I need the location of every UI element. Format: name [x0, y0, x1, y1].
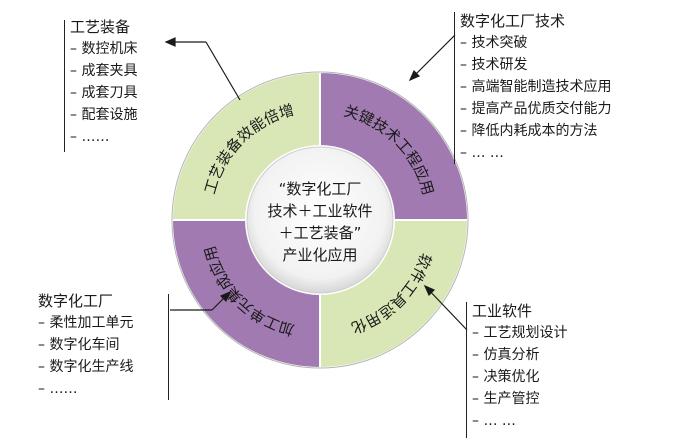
- bracket-tech: [454, 12, 455, 164]
- panel-software-title: 工业软件: [472, 302, 533, 320]
- bracket-equipment: [64, 20, 65, 152]
- center-line-4: 产业化应用: [282, 246, 357, 264]
- panel-factory: 数字化工厂 柔性加工单元 数字化车间 数字化生产线 ……: [38, 290, 133, 400]
- panel-equipment-title: 工艺装备: [70, 18, 131, 36]
- center-line-1: “数字化工厂: [279, 180, 362, 198]
- list-item: 数字化生产线: [38, 356, 133, 378]
- list-item: 工艺规划设计: [472, 322, 567, 344]
- list-item: … …: [460, 142, 611, 164]
- ring-outline: [171, 71, 469, 369]
- list-item: 配套设施: [70, 104, 137, 126]
- list-item: 决策优化: [472, 366, 567, 388]
- list-item: ……: [38, 378, 133, 400]
- list-item: 数字化车间: [38, 334, 133, 356]
- list-item: 成套夹具: [70, 60, 137, 82]
- panel-tech: 数字化工厂技术 技术突破 技术研发 高端智能制造技术应用 提高产品优质交付能力 …: [460, 10, 611, 164]
- bracket-factory: [168, 294, 169, 400]
- list-item: 生产管控: [472, 388, 567, 410]
- list-item: 柔性加工单元: [38, 312, 133, 334]
- bracket-software: [466, 302, 467, 438]
- connector-arrows: [164, 34, 468, 331]
- list-item: 降低内耗成本的方法: [460, 120, 611, 142]
- list-item: 技术突破: [460, 32, 611, 54]
- list-item: 仿真分析: [472, 344, 567, 366]
- list-item: 数控机床: [70, 38, 137, 60]
- center-line-2: 技术＋工业软件: [267, 202, 372, 220]
- center-line-3: ＋工艺装备”: [279, 224, 362, 242]
- list-item: 技术研发: [460, 54, 611, 76]
- list-item: 提高产品优质交付能力: [460, 98, 611, 120]
- list-item: … …: [472, 410, 567, 432]
- panel-software: 工业软件 工艺规划设计 仿真分析 决策优化 生产管控 … …: [472, 300, 567, 432]
- panel-factory-title: 数字化工厂: [38, 292, 114, 310]
- panel-tech-title: 数字化工厂技术: [460, 12, 566, 30]
- inner-circle: [246, 146, 394, 294]
- list-item: 成套刀具: [70, 82, 137, 104]
- list-item: 高端智能制造技术应用: [460, 76, 611, 98]
- list-item: ……: [70, 126, 137, 148]
- panel-equipment: 工艺装备 数控机床 成套夹具 成套刀具 配套设施 ……: [70, 16, 137, 148]
